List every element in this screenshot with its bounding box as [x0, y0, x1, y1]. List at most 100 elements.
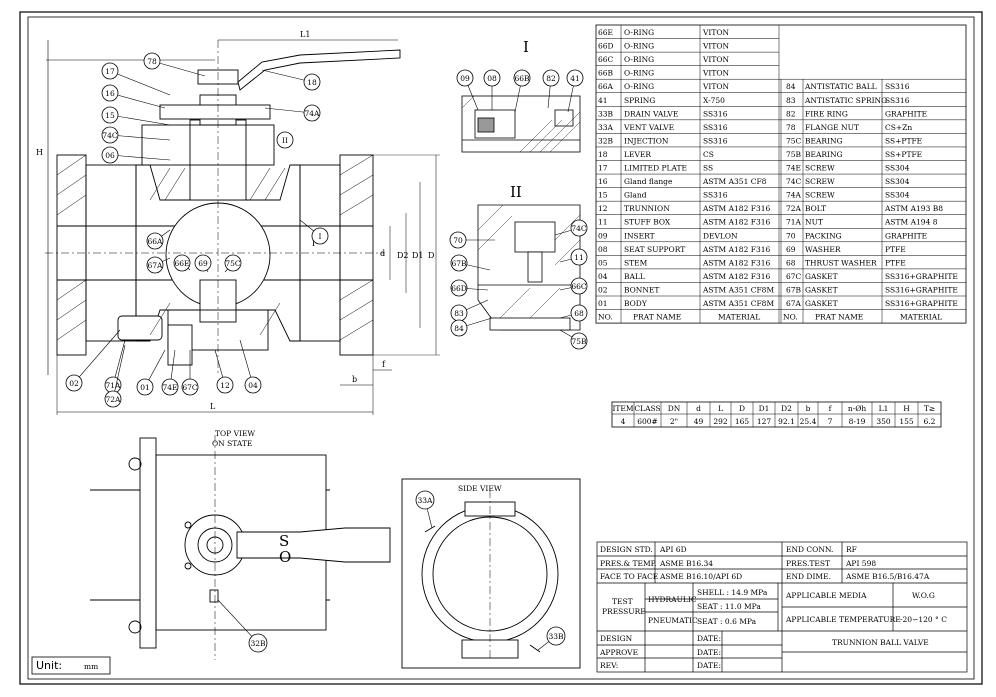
balloon-label: 12: [220, 381, 230, 390]
part-no: 66E: [598, 28, 613, 37]
balloon-66C: 66C: [559, 277, 588, 295]
part-name: STUFF BOX: [624, 218, 671, 227]
end-conn-value: RF: [846, 545, 857, 554]
dim-header: n-Øh: [848, 404, 867, 413]
balloon-label: 66B: [514, 74, 530, 83]
part-name: FIRE RING: [805, 109, 848, 118]
balloon-label: 02: [69, 379, 79, 388]
header-no: NO.: [783, 313, 798, 322]
part-material: SS316: [703, 191, 728, 200]
seat-hydraulic-pressure: SEAT : 11.0 MPa: [697, 602, 761, 611]
dim-value: 155: [899, 417, 914, 426]
dim-header: H: [903, 404, 910, 413]
top-view-label: TOP VIEW: [215, 429, 255, 438]
end-dime-value: ASME B16.5/B16.47A: [845, 572, 930, 581]
dim-b: b: [352, 375, 357, 384]
part-name: Gland: [624, 191, 647, 200]
balloon-label: 01: [140, 383, 150, 392]
part-name: BONNET: [624, 285, 659, 294]
header-material: MATERIAL: [718, 313, 760, 322]
part-name: GASKET: [805, 299, 838, 308]
balloon-74E: 74E: [161, 349, 179, 396]
balloon-18: 18: [261, 69, 321, 91]
part-material: ASTM A182 F316: [702, 272, 770, 281]
part-name: DRAIN VALVE: [624, 109, 678, 118]
dim-header: L1: [879, 404, 889, 413]
header-name: PRAT NAME: [815, 313, 863, 322]
part-material: PTFE: [885, 245, 906, 254]
part-material: ASTM A182 F316: [702, 245, 770, 254]
part-no: 78: [786, 123, 796, 132]
dim-value: 292: [713, 417, 728, 426]
top-view: [90, 435, 391, 660]
spec-text: DESIGN STD. API 6D END CONN. RF PRES.& T…: [599, 545, 947, 670]
part-no: 75B: [786, 150, 802, 159]
part-no: 72A: [786, 204, 802, 213]
balloon-75C: 75C: [224, 254, 242, 273]
part-no: 01: [598, 299, 608, 308]
balloon-78: 78: [143, 52, 206, 77]
part-name: INJECTION: [624, 136, 669, 145]
part-material: CS+Zn: [885, 123, 912, 132]
balloon-label: 68: [574, 309, 584, 318]
part-material: PTFE: [885, 258, 906, 267]
part-name: O-RING: [624, 55, 654, 64]
detail-II-title: II: [510, 183, 522, 201]
balloon-label: I: [319, 232, 322, 241]
design-label: DESIGN: [600, 634, 633, 643]
part-no: 02: [598, 285, 608, 294]
part-name: WASHER: [805, 245, 841, 254]
balloon-label: 72A: [106, 395, 122, 404]
part-material: ASTM A351 CF8M: [702, 285, 774, 294]
shell-pressure: SHELL : 14.9 MPa: [697, 588, 768, 597]
part-name: O-RING: [624, 28, 654, 37]
balloon-label: 33A: [418, 496, 434, 505]
part-material: SS316: [703, 136, 728, 145]
part-name: SCREW: [805, 177, 835, 186]
seat-pneumatic-pressure: SEAT : 0.6 MPa: [697, 617, 757, 626]
unit-box: [31, 656, 111, 675]
detail-II-view: [477, 204, 581, 331]
part-no: 17: [598, 164, 608, 173]
part-material: VITON: [702, 42, 730, 51]
detail-I-title: I: [523, 38, 529, 56]
part-material: GRAPHITE: [885, 109, 927, 118]
dim-d: d: [380, 249, 385, 258]
balloon-label: 67B: [451, 259, 467, 268]
drawing-title: TRUNNION BALL VALVE: [832, 638, 929, 647]
lever-o-mark: O: [279, 548, 291, 566]
part-name: INSERT: [624, 231, 655, 240]
balloon-label: II: [282, 136, 288, 145]
balloon-label: 15: [105, 111, 115, 120]
part-material: DEVLON: [703, 231, 738, 240]
part-no: 74C: [786, 177, 802, 186]
balloon-66A: 66A: [146, 229, 171, 250]
part-material: SS304: [885, 164, 910, 173]
dim-value: 7: [828, 417, 833, 426]
dim-header: D: [739, 404, 745, 413]
part-name: LIMITED PLATE: [624, 164, 687, 173]
balloon-67C: 67C: [181, 350, 199, 396]
hydraulic-label: HYDRAULIC: [648, 595, 697, 604]
pres-test-label: PRES.TEST: [786, 559, 830, 568]
part-material: ASTM A182 F316: [702, 218, 770, 227]
part-material: SS316: [703, 123, 728, 132]
balloon-label: 75C: [225, 259, 241, 268]
balloon-12: 12: [214, 349, 234, 394]
part-material: ASTM A182 F316: [702, 258, 770, 267]
part-material: ASTM A351 CF8M: [702, 299, 774, 308]
balloon-16: 16: [101, 84, 166, 109]
lever-s-mark: S: [279, 532, 289, 550]
part-no: 74E: [786, 164, 801, 173]
spec-block: [596, 541, 968, 673]
part-no: 68: [786, 258, 796, 267]
detail-I-mark: I: [312, 239, 315, 248]
balloon-label: 66D: [451, 284, 467, 293]
part-material: VITON: [702, 28, 730, 37]
balloon-label: 84: [454, 324, 464, 333]
part-material: SS: [703, 164, 713, 173]
balloon-label: 32B: [250, 639, 266, 648]
part-material: SS316+GRAPHITE: [885, 285, 958, 294]
